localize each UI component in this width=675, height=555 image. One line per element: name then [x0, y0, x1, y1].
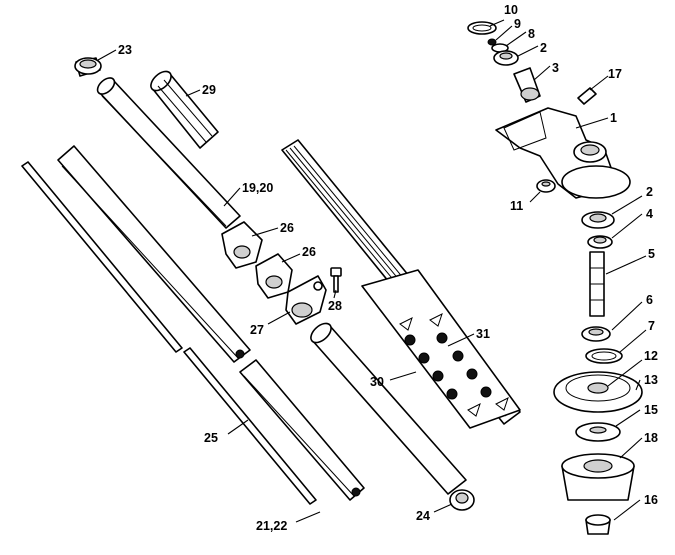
callout-10: 10 — [504, 3, 518, 17]
callout-23: 23 — [118, 43, 132, 57]
part-30-warning-label — [361, 269, 521, 429]
part-21-22-tube-lower — [239, 359, 365, 501]
callout-29: 29 — [202, 83, 216, 97]
callout-8: 8 — [528, 27, 535, 41]
callout-9: 9 — [514, 17, 521, 31]
part-25-drive-shaft — [21, 161, 317, 505]
callout-17: 17 — [608, 67, 622, 81]
callout-24: 24 — [416, 509, 430, 523]
callout-5: 5 — [648, 247, 655, 261]
callout-16: 16 — [644, 493, 658, 507]
callout-19-20: 19,20 — [242, 181, 273, 195]
part-2-bearing — [581, 211, 615, 229]
part-10-snap-ring — [467, 21, 497, 35]
callout-11: 11 — [510, 199, 523, 213]
part-5-spindle — [589, 251, 605, 317]
callout-6: 6 — [646, 293, 653, 307]
part-17-screw — [577, 87, 597, 105]
callout-21-22: 21,22 — [256, 519, 287, 533]
part-13-thrust-plate — [553, 371, 643, 413]
part-3-gear — [513, 67, 541, 103]
callout-26-lower: 26 — [302, 245, 316, 259]
part-16-nut — [585, 514, 611, 535]
part-26-clamp-lower — [255, 253, 293, 299]
part-18-cup — [561, 453, 635, 501]
part-19-20-tube — [96, 77, 241, 229]
part-26-clamp-upper — [221, 221, 263, 269]
callout-31: 31 — [476, 327, 490, 341]
callout-1: 1 — [610, 111, 617, 125]
part-6-bearing — [581, 326, 611, 342]
callout-4: 4 — [646, 207, 653, 221]
callout-7: 7 — [648, 319, 655, 333]
callout-30: 30 — [370, 375, 384, 389]
callout-25: 25 — [204, 431, 218, 445]
callout-28: 28 — [328, 299, 342, 313]
part-29-sleeve — [150, 70, 219, 149]
callout-26-upper: 26 — [280, 221, 294, 235]
part-21-22-tube-upper — [57, 145, 251, 363]
callout-2-top: 2 — [540, 41, 547, 55]
callout-15: 15 — [644, 403, 658, 417]
callout-12: 12 — [644, 349, 658, 363]
part-1-gearbox — [495, 107, 631, 199]
part-2-bearing-top — [493, 50, 519, 66]
callout-27: 27 — [250, 323, 264, 337]
part-7-circlip — [585, 348, 623, 364]
part-9-ball — [487, 38, 497, 46]
callout-13: 13 — [644, 373, 658, 387]
part-24-cap — [449, 489, 475, 511]
part-4-bushing — [587, 235, 613, 249]
leader-lines — [97, 19, 647, 523]
part-27-handle-clamp — [285, 275, 327, 325]
callout-18: 18 — [644, 431, 658, 445]
callout-3: 3 — [552, 61, 559, 75]
part-11-screw — [536, 179, 556, 193]
callout-2-lower: 2 — [646, 185, 653, 199]
part-lower-tube — [310, 322, 467, 495]
part-23-nut — [74, 57, 102, 77]
part-15-washer — [575, 422, 621, 442]
part-28-screw — [330, 267, 342, 293]
